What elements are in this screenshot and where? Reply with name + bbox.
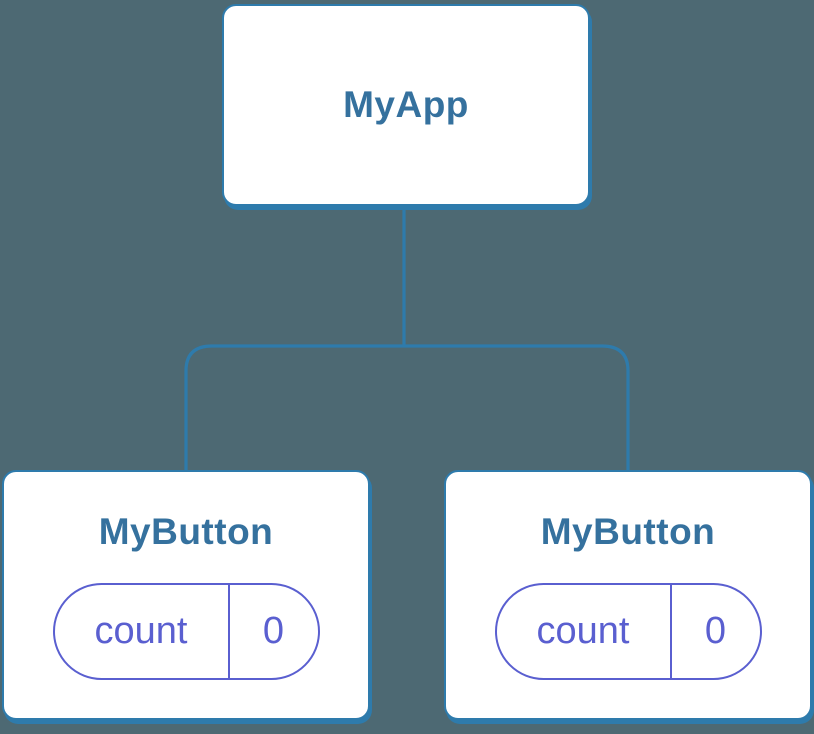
state-pill: count 0: [494, 582, 762, 680]
state-key-cell: count: [497, 585, 670, 678]
node-label: MyButton: [540, 511, 716, 553]
state-key-cell: count: [55, 585, 228, 678]
state-key: count: [94, 610, 188, 653]
state-divider: [669, 584, 672, 678]
node-label: MyButton: [98, 511, 274, 553]
connector-children-bracket: [184, 344, 630, 471]
state-value-cell: 0: [672, 585, 760, 678]
state-pill: count 0: [52, 582, 320, 680]
state-value: 0: [262, 610, 285, 653]
state-value-cell: 0: [230, 585, 318, 678]
component-node-child-1: MyButton count 0: [2, 470, 370, 720]
state-divider: [227, 584, 230, 678]
component-node-child-2: MyButton count 0: [444, 470, 812, 720]
node-label: MyApp: [343, 83, 469, 125]
state-value: 0: [704, 610, 727, 653]
component-node-root: MyApp: [222, 4, 590, 206]
state-key: count: [536, 610, 630, 653]
